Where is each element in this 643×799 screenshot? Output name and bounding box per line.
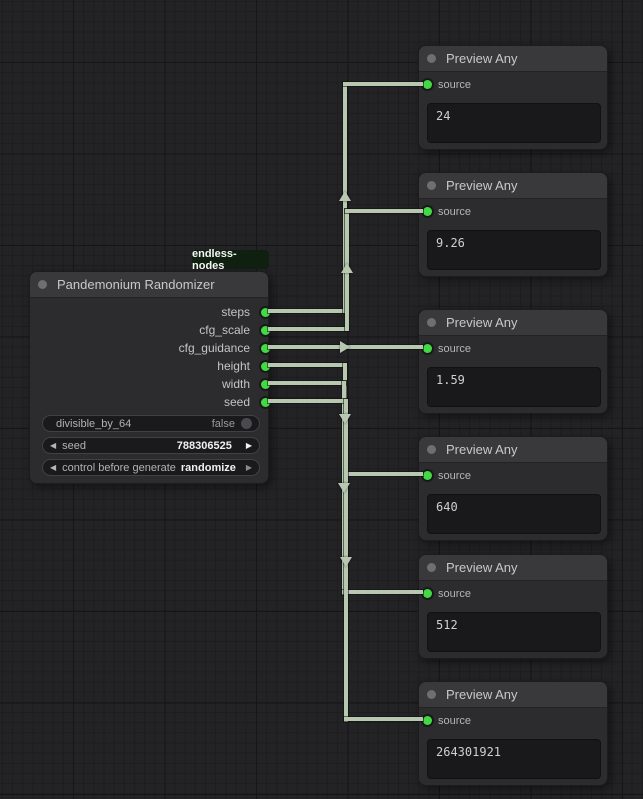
- node-title: Preview Any: [446, 178, 518, 193]
- seed-widget-label: seed: [62, 439, 87, 452]
- output-port-seed[interactable]: [261, 398, 270, 407]
- collapse-dot-icon[interactable]: [427, 318, 436, 327]
- wire-height: [268, 363, 347, 367]
- collapse-dot-icon[interactable]: [427, 54, 436, 63]
- input-label-source: source: [438, 79, 472, 91]
- output-label: height: [217, 359, 250, 373]
- output-slot-cfg-guidance: cfg_guidance: [30, 339, 268, 357]
- wire-width: [342, 590, 423, 594]
- wire-cfg-scale: [345, 209, 423, 213]
- input-port-source[interactable]: [423, 80, 432, 89]
- output-label: cfg_guidance: [178, 341, 250, 355]
- increment-arrow-icon[interactable]: ▶: [245, 440, 252, 450]
- input-port-source[interactable]: [423, 589, 432, 598]
- input-port-source[interactable]: [423, 716, 432, 725]
- node-title-bar[interactable]: Preview Any: [419, 173, 607, 199]
- output-label: cfg_scale: [199, 323, 250, 337]
- output-port-width[interactable]: [261, 380, 270, 389]
- toggle-label: divisible_by_64: [56, 417, 132, 430]
- output-port-steps[interactable]: [261, 308, 270, 317]
- collapse-dot-icon[interactable]: [427, 181, 436, 190]
- node-preview-any-3[interactable]: Preview Any source 1.59: [418, 309, 608, 414]
- node-title: Preview Any: [446, 687, 518, 702]
- output-slot-height: height: [30, 357, 268, 375]
- decrement-arrow-icon[interactable]: ◀: [50, 440, 57, 450]
- node-title-bar[interactable]: Preview Any: [419, 310, 607, 336]
- control-before-generate-widget[interactable]: ◀ control before generate randomize ▶: [42, 459, 260, 476]
- node-title: Pandemonium Randomizer: [57, 277, 215, 292]
- preview-text-area[interactable]: 512: [427, 612, 601, 652]
- flow-arrow-icon: [338, 483, 350, 493]
- next-option-arrow-icon[interactable]: ▶: [245, 462, 252, 472]
- toggle-circle-icon[interactable]: [241, 418, 252, 429]
- flow-arrow-icon: [340, 557, 352, 567]
- wire-seed: [268, 399, 348, 403]
- flow-arrow-icon: [339, 191, 351, 201]
- preview-text-area[interactable]: 1.59: [427, 367, 601, 407]
- preview-text-area[interactable]: 24: [427, 103, 601, 143]
- collapse-dot-icon[interactable]: [427, 690, 436, 699]
- flow-arrow-icon: [340, 341, 350, 353]
- node-title-bar[interactable]: Pandemonium Randomizer: [30, 272, 268, 298]
- output-port-cfg-scale[interactable]: [261, 326, 270, 335]
- output-slot-steps: steps: [30, 303, 268, 321]
- node-preview-any-2[interactable]: Preview Any source 9.26: [418, 172, 608, 277]
- input-port-source[interactable]: [423, 471, 432, 480]
- node-title-bar[interactable]: Preview Any: [419, 437, 607, 463]
- preview-text-area[interactable]: 264301921: [427, 739, 601, 779]
- node-badge-endless-nodes: endless-nodes: [192, 248, 269, 272]
- node-title-bar[interactable]: Preview Any: [419, 46, 607, 72]
- toggle-divisible-by-64[interactable]: divisible_by_64 false: [42, 415, 260, 432]
- output-port-cfg-guidance[interactable]: [261, 344, 270, 353]
- node-title-bar[interactable]: Preview Any: [419, 682, 607, 708]
- output-slot-width: width: [30, 375, 268, 393]
- input-port-source[interactable]: [423, 344, 432, 353]
- flow-arrow-icon: [341, 263, 353, 273]
- input-label-source: source: [438, 588, 472, 600]
- input-label-source: source: [438, 343, 472, 355]
- output-slot-seed: seed: [30, 393, 268, 411]
- seed-widget-value[interactable]: 788306525: [176, 439, 232, 452]
- node-title-bar[interactable]: Preview Any: [419, 555, 607, 581]
- output-slot-cfg-scale: cfg_scale: [30, 321, 268, 339]
- toggle-value: false: [211, 417, 235, 430]
- node-title: Preview Any: [446, 560, 518, 575]
- seed-number-widget[interactable]: ◀ seed 788306525 ▶: [42, 437, 260, 454]
- input-label-source: source: [438, 206, 472, 218]
- collapse-dot-icon[interactable]: [427, 563, 436, 572]
- output-port-height[interactable]: [261, 362, 270, 371]
- input-label-source: source: [438, 715, 472, 727]
- node-title: Preview Any: [446, 315, 518, 330]
- flow-arrow-icon: [339, 414, 351, 424]
- wire-steps: [343, 82, 423, 86]
- prev-option-arrow-icon[interactable]: ◀: [50, 462, 57, 472]
- wire-height: [343, 472, 423, 476]
- node-preview-any-5[interactable]: Preview Any source 512: [418, 554, 608, 659]
- node-preview-any-6[interactable]: Preview Any source 264301921: [418, 681, 608, 786]
- preview-text-area[interactable]: 640: [427, 494, 601, 534]
- output-label: seed: [223, 395, 250, 409]
- input-port-source[interactable]: [423, 207, 432, 216]
- node-preview-any-1[interactable]: Preview Any source 24: [418, 45, 608, 150]
- collapse-dot-icon[interactable]: [38, 280, 47, 289]
- wire-steps: [268, 309, 347, 313]
- node-preview-any-4[interactable]: Preview Any source 640: [418, 436, 608, 541]
- wire-width: [268, 381, 346, 385]
- input-label-source: source: [438, 470, 472, 482]
- output-label: width: [221, 377, 250, 391]
- node-title: Preview Any: [446, 442, 518, 457]
- output-label: steps: [221, 305, 250, 319]
- collapse-dot-icon[interactable]: [427, 445, 436, 454]
- wire-cfg-scale: [268, 327, 349, 331]
- node-title: Preview Any: [446, 51, 518, 66]
- wire-seed: [344, 717, 423, 721]
- preview-text-area[interactable]: 9.26: [427, 230, 601, 270]
- node-pandemonium-randomizer[interactable]: Pandemonium Randomizer steps cfg_scale c…: [29, 271, 270, 484]
- control-widget-value[interactable]: randomize: [180, 461, 236, 474]
- control-widget-label: control before generate: [62, 461, 176, 474]
